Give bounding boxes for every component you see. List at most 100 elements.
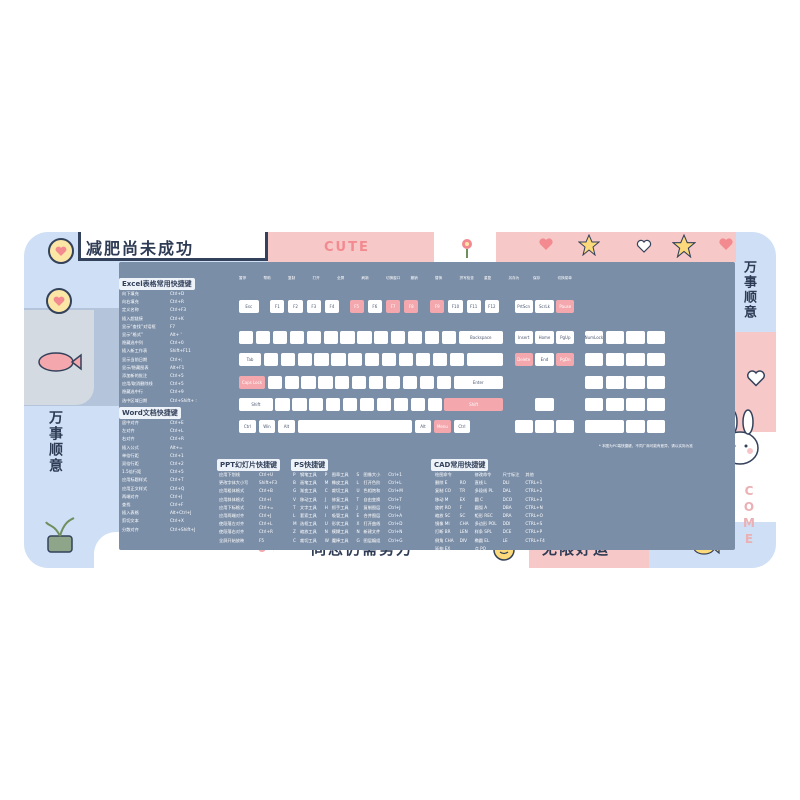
shortcut-key: V: [293, 496, 296, 502]
shortcut-key: Ctrl+1: [170, 452, 184, 458]
shortcut-row: Ctrl+N: [388, 528, 414, 536]
shortcut-key: Ctrl+Shift+ :: [170, 397, 197, 403]
keyboard-key: [584, 353, 603, 367]
keyboard-key: [535, 420, 554, 434]
shortcut-key: Ctrl+R: [170, 436, 184, 442]
shortcut-row: SC: [459, 513, 466, 519]
shortcut-key: Ctrl+A: [388, 513, 403, 519]
shortcut-name: 向右填充: [122, 299, 139, 305]
keyboard-key: [605, 353, 624, 367]
keyboard-key: Insert: [514, 330, 533, 344]
shortcut-row: 延伸 EX: [435, 545, 451, 551]
shortcut-name: 应用标题样式: [122, 477, 148, 483]
keyboard-key: [514, 420, 533, 434]
shortcut-row: Ctrl+A: [388, 512, 414, 520]
key-function-label: 另存为: [508, 276, 520, 280]
heart-icon: [539, 238, 553, 250]
keyboard-key: [584, 375, 603, 389]
cad-column-header: 绘图命令: [435, 472, 452, 477]
keyboard-key: [410, 398, 425, 411]
shortcut-key: E: [356, 513, 360, 519]
shortcut-name: 缩放工具: [300, 529, 317, 535]
keyboard-key: Shift: [444, 398, 503, 411]
keyboard-key: [605, 375, 624, 389]
keyboard-key: [275, 398, 290, 411]
keyboard-key: [466, 353, 503, 367]
shortcut-name: 显示“查找”对话框: [122, 323, 156, 329]
shortcut-name: 单倍行距: [122, 452, 139, 458]
shortcut-row: Ctrl+G: [388, 537, 414, 545]
key-function-label: 暂停: [239, 276, 247, 280]
shortcut-row: 样条 SPL: [474, 529, 492, 535]
shortcut-name: 使段落左对齐: [219, 521, 245, 527]
shortcut-row: CTRL+O: [525, 513, 543, 519]
shortcut-key: F5: [259, 537, 265, 543]
shortcut-key: H: [324, 504, 328, 510]
keyboard-key: [297, 420, 412, 434]
key-function-label: 帮助: [263, 276, 271, 280]
shortcut-row: DBA: [502, 504, 512, 510]
keyboard-key: [605, 398, 624, 411]
shortcut-name: 图层编组: [363, 537, 381, 543]
shortcut-key: I: [324, 513, 327, 519]
slate-tile-left: [24, 308, 119, 406]
keyboard-key: Alt: [414, 420, 432, 434]
shortcut-key: Ctrl+J: [170, 493, 183, 499]
keyboard-key: [306, 330, 321, 344]
keyboard-key: ScrLk: [535, 300, 554, 313]
shortcut-key: Ctrl+G: [388, 537, 403, 543]
key-function-label: 刷新: [361, 276, 369, 280]
shortcut-row: DDI: [502, 521, 511, 527]
shortcut-row: DCO: [502, 496, 513, 502]
vertical-slogan-right: 万事顺意: [741, 260, 756, 320]
keyboard-key: [255, 330, 271, 344]
shortcut-key: Ctrl+U: [259, 472, 274, 477]
keyboard-key: PgUp: [556, 330, 575, 344]
keyboard-key: [297, 353, 312, 367]
shortcut-name: 应用下划线: [219, 472, 240, 477]
shortcut-key: Ctrl+L: [388, 480, 402, 486]
key-function-label: 替换: [435, 276, 443, 280]
keyboard-key: [376, 398, 392, 411]
shortcut-row: 圆 C: [474, 496, 484, 502]
keyboard-key: [408, 330, 423, 344]
shortcut-name: 使段落右对齐: [219, 529, 245, 535]
shortcut-name: 插入表格: [122, 510, 139, 516]
keyboard-key: [441, 330, 457, 344]
shortcut-row: 填充 H: [474, 554, 488, 560]
keyboard-key: End: [535, 353, 554, 367]
keyboard-key: [647, 375, 666, 389]
shortcut-key: U: [324, 521, 328, 527]
keyboard-key: [427, 398, 442, 411]
keyboard-key: Caps Lock: [239, 375, 265, 389]
heart-icon-2: [719, 238, 733, 250]
shortcut-row: LEN: [459, 529, 468, 535]
shortcut-key: Ctrl+T: [170, 477, 184, 483]
shortcut-key: L: [356, 480, 359, 486]
keyboard-key: [365, 353, 380, 367]
shortcut-key: W: [324, 537, 329, 543]
shortcut-row: 打断 BR: [435, 529, 451, 535]
keyboard-key: [535, 398, 554, 411]
shortcut-name: 隐藏选中行: [122, 389, 143, 395]
shortcut-row: 镜像 MI: [435, 521, 450, 527]
shortcut-row: 多段线 PL: [474, 488, 494, 494]
